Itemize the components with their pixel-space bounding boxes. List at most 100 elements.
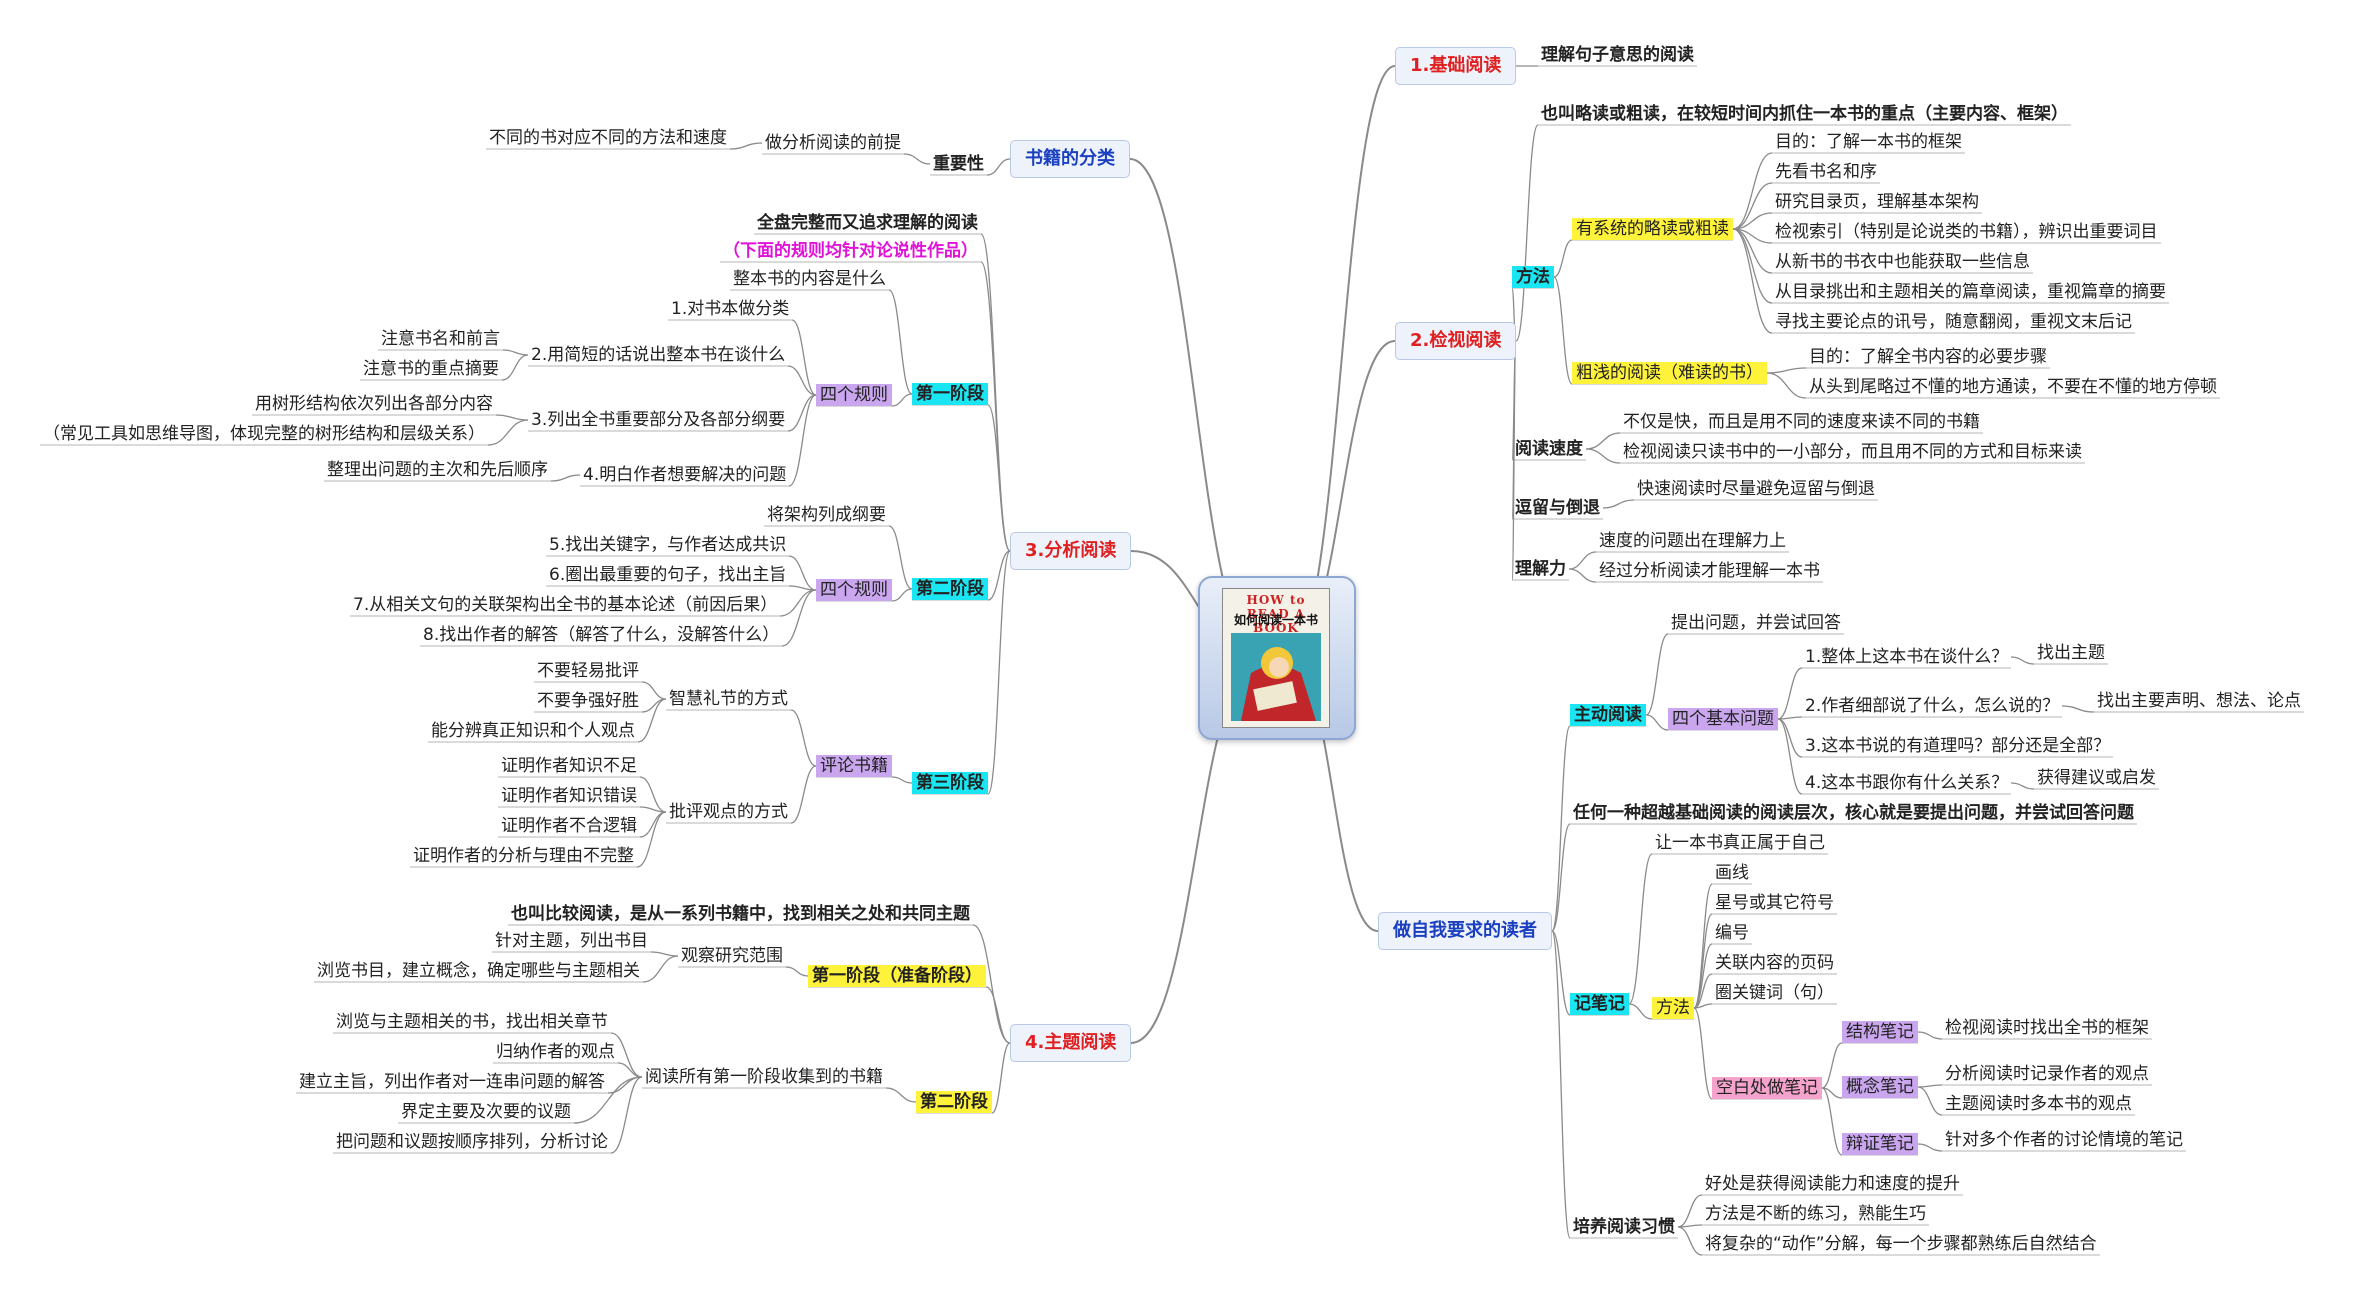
mindmap-node-r3a2b[interactable]: 2.作者细部说了什么，怎么说的？ [1805,696,2060,716]
mindmap-node-l2e1b[interactable]: 批评观点的方式 [669,802,788,822]
mindmap-node-r2c[interactable]: 阅读速度 [1515,439,1583,459]
mindmap-node-r2d[interactable]: 逗留与倒退 [1515,498,1600,518]
mindmap-node-l2e1a[interactable]: 智慧礼节的方式 [669,689,788,709]
mindmap-node-l2c1c1[interactable]: 用树形结构依次列出各部分内容 [255,394,493,414]
mindmap-node-l2e1[interactable]: 评论书籍 [816,755,892,777]
mindmap-node-l2c1b1[interactable]: 注意书名和前言 [381,329,500,349]
mindmap-node-r3d1[interactable]: 好处是获得阅读能力和速度的提升 [1705,1174,1960,1194]
mindmap-node-r3c2a[interactable]: 画线 [1715,863,1749,883]
mindmap-node-r3c2[interactable]: 方法 [1652,997,1694,1019]
mindmap-node-l3[interactable]: 4.主题阅读 [1010,1024,1132,1062]
mindmap-node-l2a[interactable]: 全盘完整而又追求理解的阅读 [757,213,978,233]
mindmap-node-r3c2d[interactable]: 关联内容的页码 [1715,953,1834,973]
mindmap-node-l2e[interactable]: 第三阶段 [912,772,988,794]
mindmap-node-l3c1d[interactable]: 界定主要及次要的议题 [401,1102,571,1122]
mindmap-node-r3d3[interactable]: 将复杂的“动作”分解，每一个步骤都熟练后自然结合 [1705,1234,2097,1254]
mindmap-node-l2e1b3[interactable]: 证明作者不合逻辑 [501,816,637,836]
mindmap-node-r3a2d1[interactable]: 获得建议或启发 [2037,768,2156,788]
mindmap-node-r1a[interactable]: 理解句子意思的阅读 [1541,45,1694,65]
mindmap-node-l2c1d[interactable]: 4.明白作者想要解决的问题 [583,465,787,485]
mindmap-node-r2e1[interactable]: 速度的问题出在理解力上 [1599,531,1786,551]
mindmap-node-r3c2f[interactable]: 空白处做笔记 [1712,1077,1822,1099]
mindmap-node-l3b1[interactable]: 观察研究范围 [681,946,783,966]
mindmap-node-l3b1a[interactable]: 针对主题，列出书目 [495,931,648,951]
mindmap-node-r3[interactable]: 做自我要求的读者 [1378,912,1552,950]
mindmap-node-l3c[interactable]: 第二阶段 [916,1091,992,1113]
mindmap-node-r3c1[interactable]: 让一本书真正属于自己 [1655,833,1825,853]
mindmap-node-r3a2a1[interactable]: 找出主题 [2037,643,2105,663]
mindmap-node-r2e2[interactable]: 经过分析阅读才能理解一本书 [1599,561,1820,581]
mindmap-node-r2c2[interactable]: 检视阅读只读书中的一小部分，而且用不同的方式和目标来读 [1623,442,2082,462]
mindmap-node-r2b2a[interactable]: 目的：了解全书内容的必要步骤 [1809,347,2047,367]
mindmap-node-r3b[interactable]: 任何一种超越基础阅读的阅读层次，核心就是要提出问题，并尝试回答问题 [1573,803,2134,823]
mindmap-node-r2d1[interactable]: 快速阅读时尽量避免逗留与倒退 [1637,479,1875,499]
mindmap-node-r3a2[interactable]: 四个基本问题 [1668,708,1778,730]
mindmap-node-r2e[interactable]: 理解力 [1515,559,1566,579]
mindmap-node-l2d0[interactable]: 将架构列成纲要 [767,505,886,525]
mindmap-node-l2c1b[interactable]: 2.用简短的话说出整本书在谈什么 [531,345,786,365]
mindmap-node-r3a2a[interactable]: 1.整体上这本书在谈什么？ [1805,647,2009,667]
mindmap-node-l2c1a[interactable]: 1.对书本做分类 [671,299,790,319]
mindmap-node-r2b1b[interactable]: 先看书名和序 [1775,162,1877,182]
mindmap-node-l2d1b[interactable]: 6.圈出最重要的句子，找出主旨 [549,565,787,585]
mindmap-node-l3c1a[interactable]: 浏览与主题相关的书，找出相关章节 [336,1012,608,1032]
mindmap-node-l2c1d1[interactable]: 整理出问题的主次和先后顺序 [327,460,548,480]
mindmap-node-l2e1b4[interactable]: 证明作者的分析与理由不完整 [413,846,634,866]
mindmap-node-r3c2c[interactable]: 编号 [1715,923,1749,943]
mindmap-node-r2c1[interactable]: 不仅是快，而且是用不同的速度来读不同的书籍 [1623,412,1980,432]
mindmap-node-l2[interactable]: 3.分析阅读 [1010,532,1132,570]
mindmap-node-l3c1c[interactable]: 建立主旨，列出作者对一连串问题的解答 [299,1072,605,1092]
mindmap-node-r2b1c[interactable]: 研究目录页，理解基本架构 [1775,192,1979,212]
mindmap-node-l1a1[interactable]: 做分析阅读的前提 [765,133,901,153]
mindmap-node-l1a1a[interactable]: 不同的书对应不同的方法和速度 [489,128,727,148]
mindmap-node-r3c2f3[interactable]: 辩证笔记 [1842,1133,1918,1155]
mindmap-node-l3a[interactable]: 也叫比较阅读，是从一系列书籍中，找到相关之处和共同主题 [511,904,970,924]
mindmap-node-l3b[interactable]: 第一阶段（准备阶段） [808,965,986,987]
mindmap-node-l2e1a2[interactable]: 不要争强好胜 [537,691,639,711]
mindmap-node-l1a[interactable]: 重要性 [933,154,984,174]
mindmap-node-l2c1[interactable]: 四个规则 [816,384,892,406]
mindmap-node-r3d2[interactable]: 方法是不断的练习，熟能生巧 [1705,1204,1926,1224]
mindmap-node-r2b1f[interactable]: 从目录挑出和主题相关的篇章阅读，重视篇章的摘要 [1775,282,2166,302]
mindmap-node-r3c2f1[interactable]: 结构笔记 [1842,1021,1918,1043]
mindmap-node-r2b1a[interactable]: 目的：了解一本书的框架 [1775,132,1962,152]
mindmap-node-r2b[interactable]: 方法 [1512,266,1554,288]
mindmap-node-r2b2[interactable]: 粗浅的阅读（难读的书） [1572,362,1767,384]
mindmap-node-l2d1c[interactable]: 7.从相关文句的关联架构出全书的基本论述（前因后果） [353,595,778,615]
mindmap-node-r2b1g[interactable]: 寻找主要论点的讯号，随意翻阅，重视文末后记 [1775,312,2132,332]
mindmap-node-l2b[interactable]: （下面的规则均针对论说性作品） [723,241,978,261]
mindmap-node-l3c1e[interactable]: 把问题和议题按顺序排列，分析讨论 [336,1132,608,1152]
mindmap-node-l2c1b2[interactable]: 注意书的重点摘要 [363,359,499,379]
mindmap-node-r3c2b[interactable]: 星号或其它符号 [1715,893,1834,913]
mindmap-node-r2b2b[interactable]: 从头到尾略过不懂的地方通读，不要在不懂的地方停顿 [1809,377,2217,397]
mindmap-node-r3c2f2[interactable]: 概念笔记 [1842,1076,1918,1098]
mindmap-node-l2e1a3[interactable]: 能分辨真正知识和个人观点 [431,721,635,741]
mindmap-node-l2c1c2[interactable]: （常见工具如思维导图，体现完整的树形结构和层级关系） [43,424,485,444]
mindmap-node-l3c1[interactable]: 阅读所有第一阶段收集到的书籍 [645,1067,883,1087]
mindmap-node-r2b1[interactable]: 有系统的略读或粗读 [1572,218,1733,240]
mindmap-node-r2b1d[interactable]: 检视索引（特别是论说类的书籍），辨识出重要词目 [1775,222,2158,242]
mindmap-node-r3c2e[interactable]: 圈关键词（句） [1715,983,1834,1003]
mindmap-node-l2c[interactable]: 第一阶段 [912,383,988,405]
mindmap-node-r3a[interactable]: 主动阅读 [1570,704,1646,726]
mindmap-node-r3a2b1[interactable]: 找出主要声明、想法、论点 [2097,691,2301,711]
mindmap-node-l3b1b[interactable]: 浏览书目，建立概念，确定哪些与主题相关 [317,961,640,981]
mindmap-node-l2d[interactable]: 第二阶段 [912,578,988,600]
mindmap-node-l1[interactable]: 书籍的分类 [1010,140,1130,178]
mindmap-node-l2e1b1[interactable]: 证明作者知识不足 [501,756,637,776]
central-topic-book-cover[interactable]: HOW to READ A BOOK 如何阅读一本书 [1198,576,1356,740]
mindmap-node-r3c2f1a[interactable]: 检视阅读时找出全书的框架 [1945,1018,2149,1038]
mindmap-node-l2d1d[interactable]: 8.找出作者的解答（解答了什么，没解答什么） [423,625,780,645]
mindmap-node-r2a[interactable]: 也叫略读或粗读，在较短时间内抓住一本书的重点（主要内容、框架） [1541,104,2068,124]
mindmap-node-r3c[interactable]: 记笔记 [1570,993,1629,1015]
mindmap-node-r3c2f3a[interactable]: 针对多个作者的讨论情境的笔记 [1945,1130,2183,1150]
mindmap-node-l2e1b2[interactable]: 证明作者知识错误 [501,786,637,806]
mindmap-node-r3a2d[interactable]: 4.这本书跟你有什么关系？ [1805,773,2009,793]
mindmap-node-l2c1c[interactable]: 3.列出全书重要部分及各部分纲要 [531,410,786,430]
mindmap-node-r3a2c[interactable]: 3.这本书说的有道理吗？部分还是全部？ [1805,736,2111,756]
mindmap-node-l2e1a1[interactable]: 不要轻易批评 [537,661,639,681]
mindmap-node-l2d1a[interactable]: 5.找出关键字，与作者达成共识 [549,535,787,555]
mindmap-node-r3c2f2b[interactable]: 主题阅读时多本书的观点 [1945,1094,2132,1114]
mindmap-node-r3c2f2a[interactable]: 分析阅读时记录作者的观点 [1945,1064,2149,1084]
mindmap-node-r2b1e[interactable]: 从新书的书衣中也能获取一些信息 [1775,252,2030,272]
